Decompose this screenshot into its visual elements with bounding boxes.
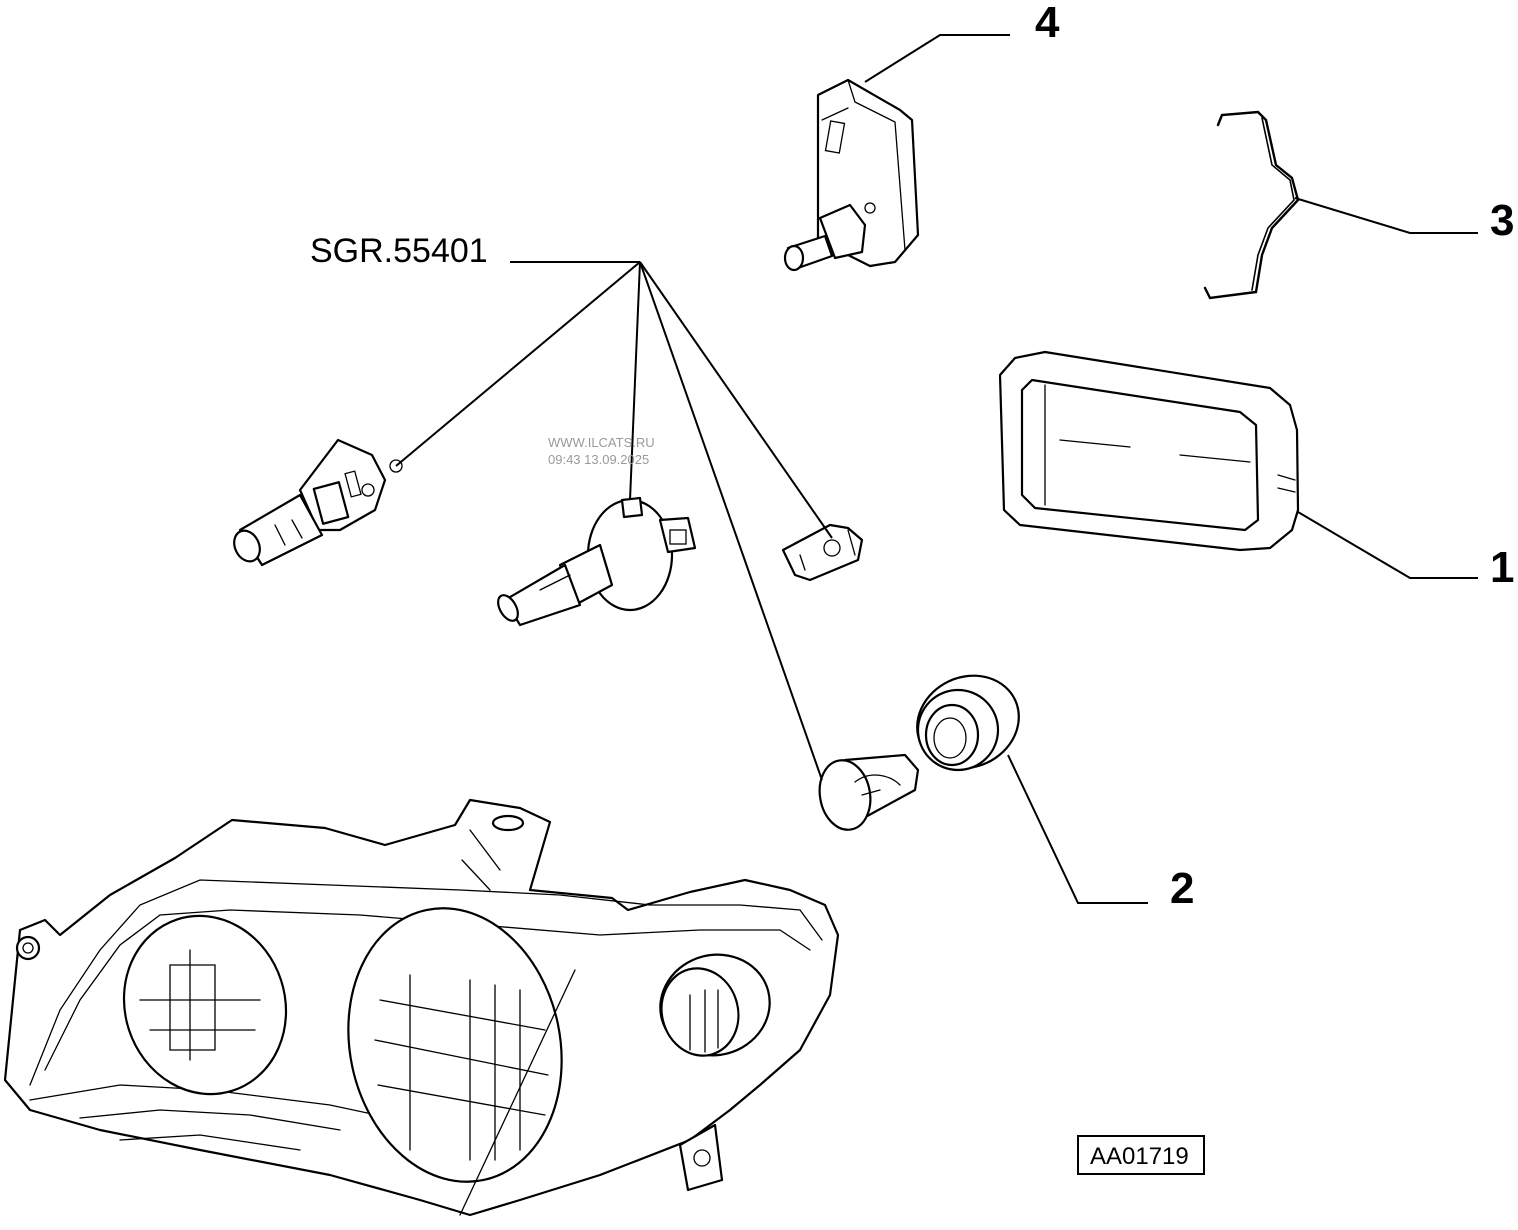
spring-clip-part-3[interactable]: [1203, 110, 1300, 300]
leader-lines: [395, 34, 1478, 904]
bulb-holder-part-4[interactable]: [783, 78, 920, 272]
headlamp-assembly[interactable]: [3, 798, 840, 1217]
wedge-bulb-w5w[interactable]: [781, 523, 864, 582]
drawing-code: AA01719: [1090, 1143, 1189, 1170]
callout-1: 1: [1490, 543, 1514, 592]
watermark-timestamp: 09:43 13.09.2025: [548, 452, 649, 467]
gasket-part-1[interactable]: [998, 350, 1300, 552]
halogen-bulb-hb[interactable]: [494, 496, 697, 627]
callout-3: 3: [1490, 196, 1514, 245]
group-reference-label: SGR.55401: [310, 232, 488, 270]
halogen-bulb-h1[interactable]: [229, 438, 403, 567]
callout-2: 2: [1170, 864, 1194, 913]
drawing-code-box: AA01719: [1077, 1135, 1205, 1175]
watermark-site: WWW.ILCATS.RU: [548, 435, 655, 450]
callout-4: 4: [1035, 0, 1060, 47]
bulb-socket-part-2[interactable]: [814, 659, 1034, 834]
